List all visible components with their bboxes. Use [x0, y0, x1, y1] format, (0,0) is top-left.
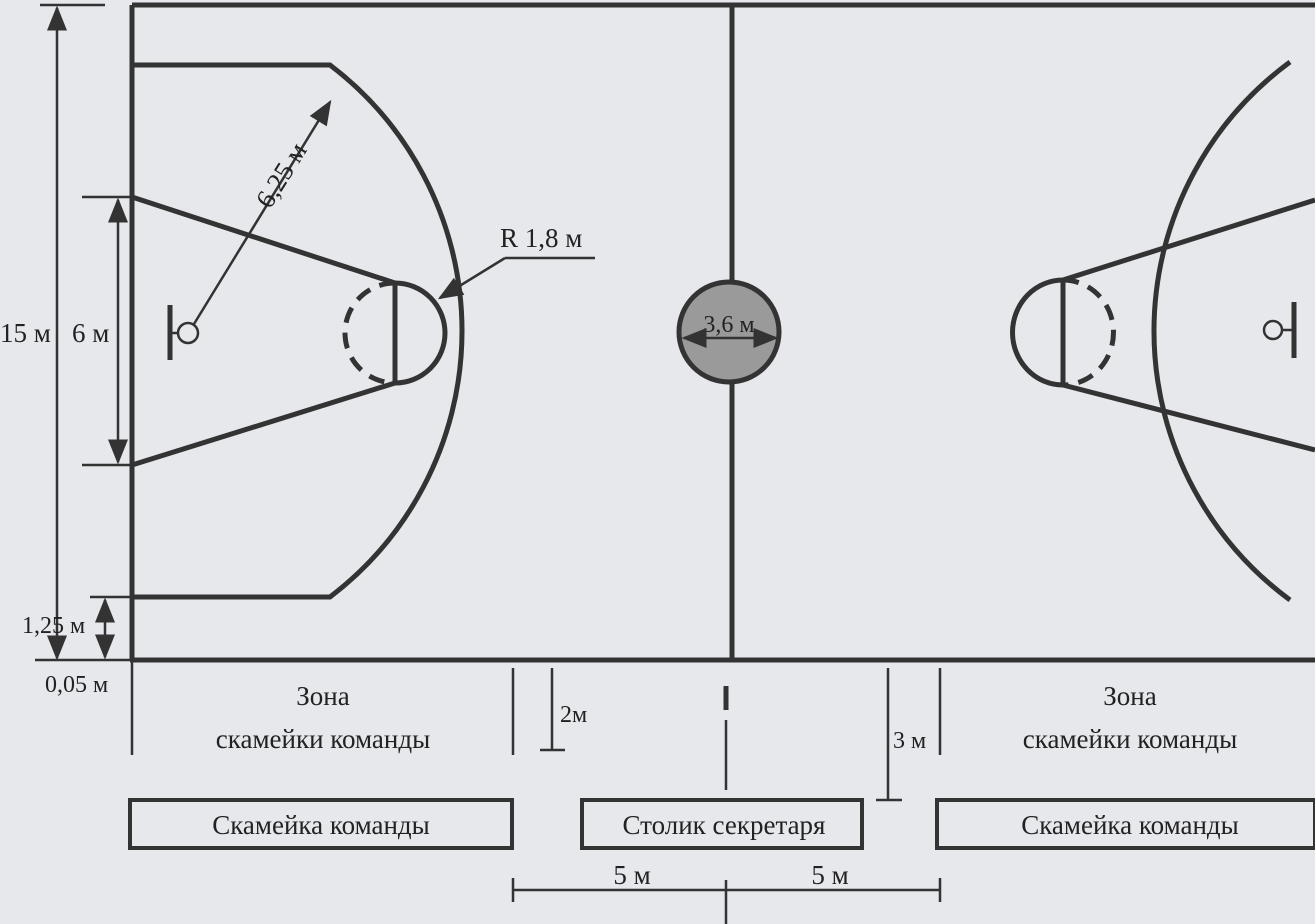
free-throw-circle-solid-left: [394, 280, 448, 386]
basket-right: [1262, 319, 1284, 341]
left-bench-box: [128, 798, 514, 850]
key-line-top-right: [1062, 197, 1315, 283]
left-dimensions: 15 м 6 м 1,25 м 0,05 м: [0, 3, 132, 698]
center-circle-label: 3,6 м: [703, 312, 754, 338]
three-point-offset-label: 1,25 м: [22, 613, 85, 639]
scorer-table-box: [580, 798, 864, 850]
free-throw-radius-leader: [437, 256, 506, 300]
right-zone-label-line2: скамейки команды: [1023, 724, 1237, 754]
key-line-top-left: [131, 194, 396, 286]
bench-zones: Зона скамейки команды 2м 3 м Зона скамей…: [130, 660, 1237, 802]
right-5m-label: 5 м: [811, 860, 848, 890]
left-5m-label: 5 м: [613, 860, 650, 890]
court-width-label: 15 м: [0, 318, 51, 348]
right-zone-label-line1: Зона: [1103, 681, 1156, 711]
three-point-line-right: [1151, 59, 1292, 603]
left-zone-label-line1: Зона: [296, 681, 349, 711]
free-throw-circle-dashed-right: [1062, 277, 1116, 388]
three-point-radius-label: 6,25 м: [250, 137, 313, 213]
table-dim-label: 3 м: [893, 728, 926, 754]
key-line-bottom-left: [131, 380, 396, 468]
key-line-bottom-right: [1062, 382, 1315, 453]
free-throw-radius-label: R 1,8 м: [500, 223, 582, 253]
basket-left: [176, 321, 200, 345]
left-half: 6,25 м R 1,8 м: [131, 62, 595, 600]
three-point-line-left: [132, 62, 465, 600]
free-throw-circle-solid-right: [1010, 277, 1064, 388]
left-bench-label: Скамейка команды: [212, 810, 430, 840]
free-throw-circle-dashed-left: [342, 280, 396, 386]
scorer-table-label: Столик секретаря: [623, 810, 826, 840]
right-half: [1010, 59, 1315, 603]
bench-zone-dim-label: 2м: [560, 702, 587, 728]
bottom-dimensions: 5 м 5 м: [511, 860, 942, 924]
right-bench-label: Скамейка команды: [1021, 810, 1239, 840]
line-offset-label: 0,05 м: [45, 672, 108, 698]
left-zone-label-line2: скамейки команды: [216, 724, 430, 754]
three-point-radius-dim: [192, 99, 332, 325]
right-bench-box: [935, 798, 1315, 850]
benches-and-table: Скамейка команды Столик секретаря Скамей…: [128, 798, 1315, 850]
key-width-label: 6 м: [72, 318, 109, 348]
